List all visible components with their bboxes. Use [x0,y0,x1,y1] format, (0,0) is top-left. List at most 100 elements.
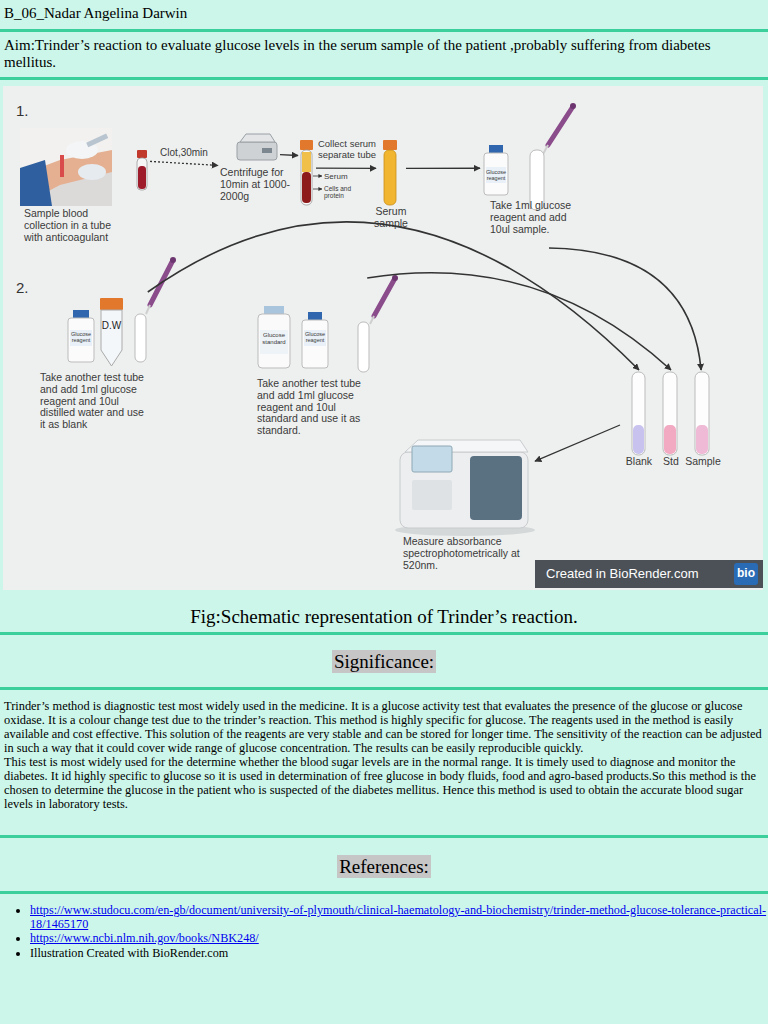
step-node: Sample blood collection in a tube with a… [18,126,150,244]
reagent-bottle [484,145,508,195]
distilled-water-tube-part [101,310,122,366]
blood-draw-photo-part [20,150,112,206]
page-rules-part [0,687,768,690]
result-tubes-part [663,372,677,455]
section-heading: References: [337,855,431,878]
reagent-bottle-part [304,330,326,346]
pipette-part [570,103,576,109]
body-paragraph: This test is most widely used for the de… [4,755,764,811]
blood-draw-photo-part [20,128,112,206]
reagent-bottle-part [73,310,89,318]
separated-serum-tube-part [301,150,312,205]
edge-label: Clot,30min [148,147,220,158]
reagent-bottle-part [486,167,506,183]
standard-bottle-part [258,314,290,368]
figure-panel [3,86,763,590]
pipette-part [374,280,394,316]
serum-tube [383,140,397,205]
node-text: Centrifuge for 10min at 1000-2000g [220,167,294,202]
body-paragraph: Trinder’s method is diagnostic test most… [4,699,764,755]
result-tubes-part [633,425,644,454]
step-node: Glucose reagentD.WTake another test tube… [38,292,160,434]
step-number: 1. [16,103,40,120]
reference-item: https://www.ncbi.nlm.nih.gov/books/NBK24… [30,932,768,946]
node-text: Measure absorbance spectrophotometricall… [403,536,531,571]
node-text: Blank [616,456,662,468]
separated-serum-tube-part [313,176,322,177]
separated-serum-tube-part [302,172,311,203]
page-rules-part [0,891,768,894]
reagent-bottle-part [484,153,508,195]
reference-link: https://www.ncbi.nlm.nih.gov/books/NBK24… [30,931,259,945]
spectrophotometer-part [412,480,452,510]
blood-draw-photo-part [86,134,108,148]
reagent-bottle-part [68,318,94,362]
centrifuge-icon-part [240,134,275,142]
step-node: Sample [684,370,722,470]
step-node: Centrifuge for 10min at 1000-2000g [218,133,280,205]
watermark-bar-part [535,560,763,588]
reference-list: https://www.studocu.com/en-gb/document/u… [0,904,768,961]
flow-arrow [280,154,298,156]
distilled-water-tube-part [100,298,123,310]
node-text: Sample blood collection in a tube with a… [24,208,128,243]
flow-arrow [535,425,620,461]
flow-arrow [316,167,376,169]
reference-link: https://www.studocu.com/en-gb/document/u… [30,903,766,931]
result-tubes [632,372,709,455]
heading-row: References: [0,855,768,878]
node-text: Take 1ml glucose reagent and add 10ul sa… [490,200,572,235]
spectrophotometer-part [412,446,452,472]
reagent-bottle-part [489,145,503,153]
watermark-bar-part [734,563,758,585]
curved-arrow [367,273,671,370]
watermark-logo: bio [734,567,758,580]
blood-draw-photo [20,128,112,206]
page-rules-part [0,29,768,32]
reagent-bottle [68,310,94,362]
standard-bottle-part [260,330,288,354]
pipette [530,103,576,210]
step-node: SerumCells and protein [298,138,316,208]
standard-bottle [258,306,290,368]
node-text: Glucose reagent [486,169,506,181]
step-number: 2. [16,280,40,297]
distilled-water-tube [100,298,123,366]
watermark-bar [535,560,763,588]
standard-bottle-part [264,306,284,314]
blood-tube-part [137,150,147,158]
centrifuge-icon-part [262,148,272,153]
step-node: Measure absorbance spectrophotometricall… [395,436,535,576]
pipette [135,257,176,362]
curved-arrow [148,222,639,370]
section-heading: Significance: [332,650,436,673]
reference-item: Illustration Created with BioRender.com [30,947,768,961]
step-node: Serum sample [376,138,406,230]
separated-serum-tube-part [313,189,322,190]
spectrophotometer-part [470,456,522,520]
node-text: Glucose reagent [70,331,92,343]
reagent-bottle [302,312,328,368]
reference-item: https://www.studocu.com/en-gb/document/u… [30,904,768,931]
page-rules-part [0,835,768,838]
node-text: Glucose standard [260,332,288,345]
centrifuge-icon-part [237,142,277,160]
flow-arrow [150,161,218,165]
node-text: Cells and protein [324,185,358,199]
serum-tube-part [383,140,397,150]
reagent-bottle-part [70,330,92,346]
result-tubes-part [632,372,645,455]
page-rules-part [0,632,768,635]
pipette-part [392,275,398,281]
edge-label: Collect serum separate tube [314,139,380,160]
author-line: B_06_Nadar Angelina Darwin [4,5,764,22]
figure-panel-part [3,86,763,590]
node-text: D.W [99,320,124,331]
step-node: Blank [620,370,658,470]
node-text: Serum sample [370,206,412,230]
serum-tube-part [384,150,396,205]
centrifuge-icon [237,134,277,160]
node-text: Serum [324,172,364,181]
blood-draw-photo-part [20,160,52,206]
